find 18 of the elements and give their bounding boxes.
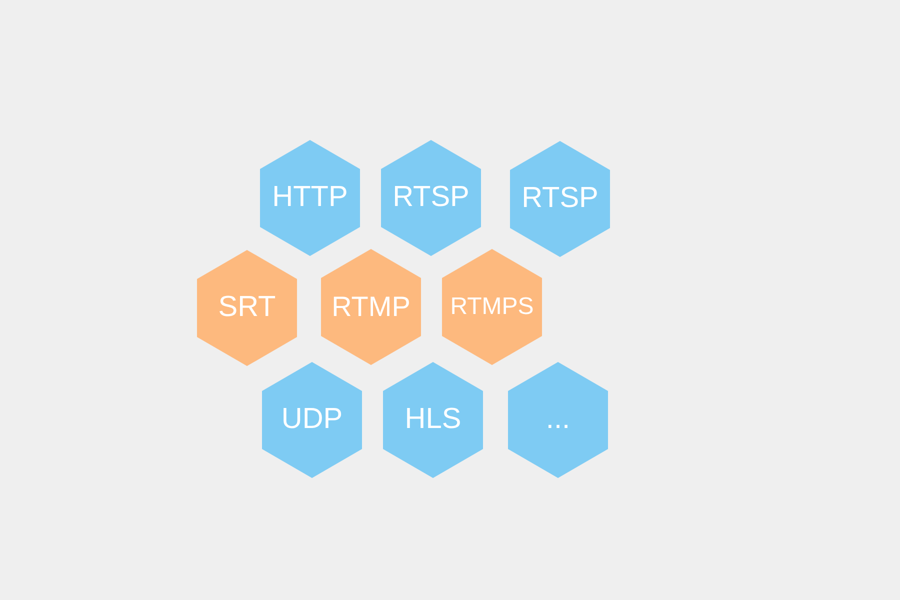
hexagon-node xyxy=(260,140,360,256)
hexagon-label: RTSP xyxy=(522,183,598,215)
hexagon-label: RTMP xyxy=(332,292,410,322)
hexagon-label: SRT xyxy=(218,292,276,324)
hexagon-node xyxy=(321,249,421,365)
hexagon-label: ... xyxy=(546,404,570,436)
hexagon-node xyxy=(508,362,608,478)
hexagon-label: HTTP xyxy=(272,182,348,214)
hexagon-node xyxy=(381,140,481,256)
hexagon-node xyxy=(442,249,542,365)
hexagon-node xyxy=(197,250,297,366)
hexagon-node xyxy=(510,141,610,257)
hexagon-node xyxy=(262,362,362,478)
hexagon-label: RTSP xyxy=(392,182,470,214)
hexagon-label: HLS xyxy=(404,404,462,436)
hexagon-label: RTMPS xyxy=(450,294,534,320)
hexagon-label: UDP xyxy=(281,404,343,436)
hexagon-node xyxy=(383,362,483,478)
